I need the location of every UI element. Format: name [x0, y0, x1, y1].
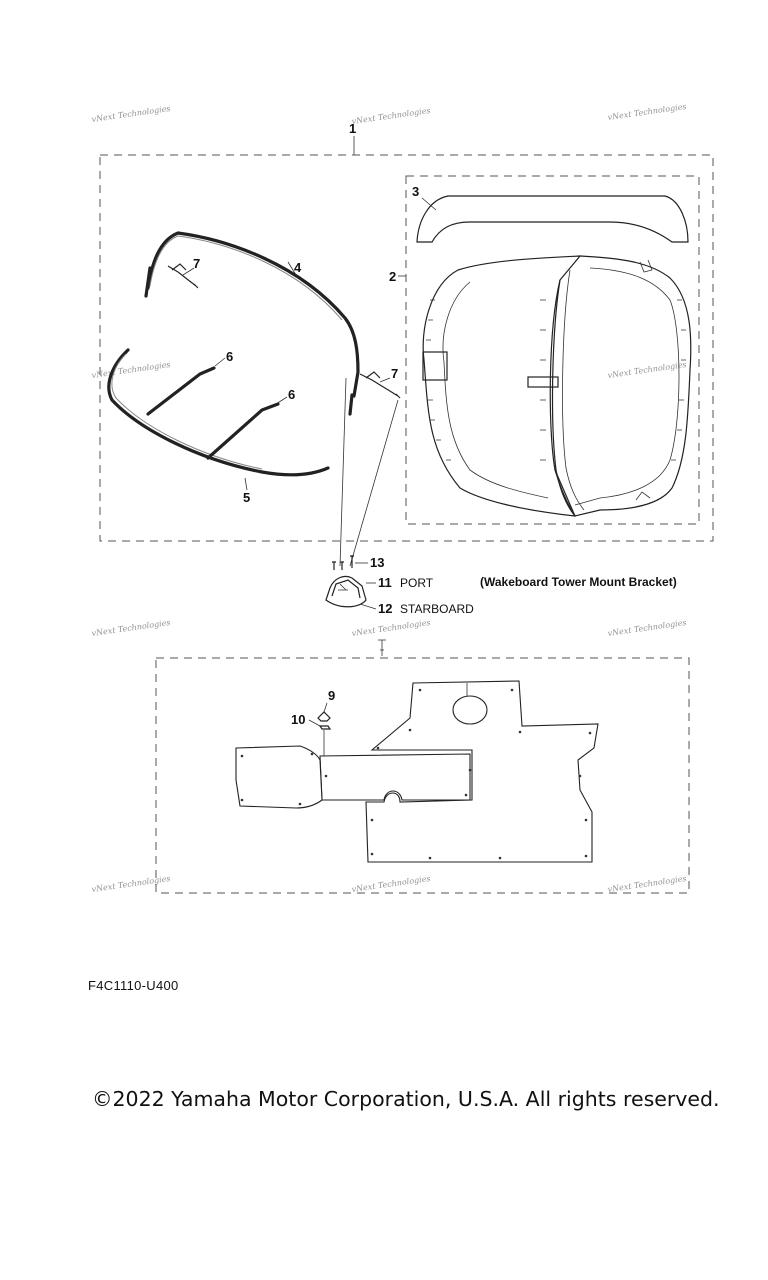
part-3-top-cover	[416, 195, 689, 243]
diagram-code: F4C1110-U400	[88, 978, 179, 993]
part-4-front-bow	[146, 231, 360, 398]
watermark: vNext Technologies	[91, 874, 171, 894]
callout-10: 10	[291, 712, 305, 727]
watermark: vNext Technologies	[607, 874, 687, 894]
part-10-washer	[318, 725, 332, 730]
mat-main-front	[365, 680, 599, 863]
leader-bracket-right	[349, 399, 399, 567]
callout-6b: 6	[288, 387, 295, 402]
floor-mat-assembly	[235, 680, 599, 863]
mat-hatch-cutout	[452, 695, 488, 725]
mat-rear-runner	[235, 745, 323, 809]
assembly-floor-boundary	[155, 657, 690, 894]
part-5-rear-bow	[107, 348, 330, 477]
copyright-notice: ©2022 Yamaha Motor Corporation, U.S.A. A…	[92, 1087, 720, 1111]
watermark: vNext Technologies	[607, 102, 687, 122]
leader-10	[308, 719, 321, 727]
part-6-support-pole-b	[206, 402, 280, 460]
watermark: vNext Technologies	[607, 618, 687, 638]
callout-7a: 7	[193, 256, 200, 271]
callout-2: 2	[389, 269, 396, 284]
part-11-12-mount-bracket	[325, 575, 367, 608]
callout-9: 9	[328, 688, 335, 703]
assembly-1-boundary	[99, 154, 714, 542]
watermark: vNext Technologies	[351, 106, 431, 126]
label-port: PORT	[400, 576, 434, 590]
callout-13: 13	[370, 555, 384, 570]
mat-snap-dots	[240, 688, 592, 860]
assembly-2-boundary	[405, 175, 700, 525]
watermark: vNext Technologies	[351, 874, 431, 894]
callout-3: 3	[412, 184, 419, 199]
part-2-top-panel	[422, 255, 692, 517]
leader-12	[359, 603, 377, 610]
callout-5: 5	[243, 490, 250, 505]
callout-1: 1	[349, 121, 356, 136]
watermark: vNext Technologies	[607, 360, 687, 380]
watermark: vNext Technologies	[91, 360, 171, 380]
callout-7b: 7	[391, 366, 398, 381]
callout-11: 11	[378, 575, 392, 590]
callout-4: 4	[294, 260, 302, 275]
mat-center-runner	[319, 753, 471, 801]
watermark: vNext Technologies	[351, 618, 431, 638]
part-6-support-pole-a	[146, 366, 216, 416]
part-9-snap-fastener	[317, 711, 331, 722]
leader-bracket-left	[339, 377, 347, 567]
leader-7a	[182, 267, 195, 276]
watermark: vNext Technologies	[91, 104, 171, 124]
part-13-screw	[332, 555, 354, 570]
label-starboard: STARBOARD	[400, 602, 474, 616]
leader-8	[378, 639, 386, 656]
callout-6a: 6	[226, 349, 233, 364]
watermark: vNext Technologies	[91, 618, 171, 638]
leader-5	[244, 477, 248, 491]
callout-12: 12	[378, 601, 392, 616]
bracket-note: (Wakeboard Tower Mount Bracket)	[480, 575, 677, 589]
leader-7b	[379, 377, 391, 383]
part-7-upper-left-bracket	[167, 263, 199, 289]
part-7-right-bracket	[359, 371, 401, 399]
leader-3	[421, 197, 437, 211]
leader-4	[287, 261, 297, 276]
leader-9	[323, 702, 328, 713]
leader-6a	[214, 357, 226, 367]
